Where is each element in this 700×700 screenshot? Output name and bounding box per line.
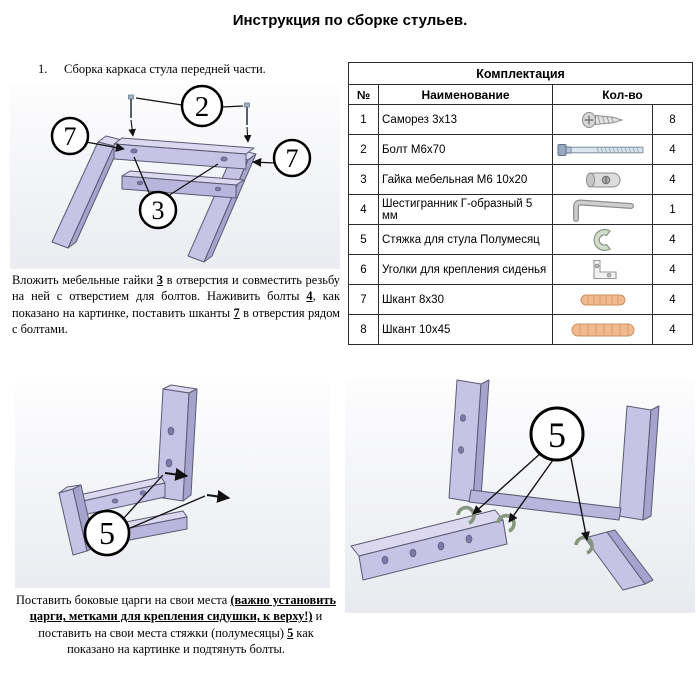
row-qty: 8 xyxy=(652,104,693,135)
row-name: Саморез 3х13 xyxy=(378,104,553,135)
row-name: Шкант 8х30 xyxy=(378,284,553,315)
row-name: Стяжка для стула Полумесяц xyxy=(378,224,553,255)
dowel-holes xyxy=(381,414,473,565)
callout-number-7-right: 7 xyxy=(286,144,299,173)
callout-number-5: 5 xyxy=(548,415,566,455)
step1-heading: 1. Сборка каркаса стула передней части. xyxy=(38,62,338,77)
text-segment: и поставить на свои места стяжки (полуме… xyxy=(38,609,323,640)
row-num: 4 xyxy=(348,194,379,225)
text-segment: Поставить боковые царги на свои места xyxy=(15,593,231,607)
row-name: Шкант 10х45 xyxy=(378,314,553,345)
table-row: 4 Шестигранник Г-образный 5 мм 1 xyxy=(348,194,693,225)
parts-table-title: Комплектация xyxy=(348,62,693,85)
dowel-large-icon xyxy=(552,314,653,345)
callout-number-7-left: 7 xyxy=(64,122,77,151)
step1-instructions: Вложить мебельные гайки 3 в отверстия и … xyxy=(12,272,340,338)
page-title: Инструкция по сборке стульев. xyxy=(232,12,468,29)
callout-circle-3 xyxy=(138,190,178,230)
allen-key-icon xyxy=(552,194,653,225)
dowel-small-icon xyxy=(552,284,653,315)
chair-front-frame xyxy=(51,135,257,263)
row-qty: 4 xyxy=(652,164,693,195)
table-row: 1 Саморез 3х13 8 xyxy=(348,104,693,135)
parts-table: Комплектация № Наименование Кол-во 1 Сам… xyxy=(348,62,693,345)
important-note: (важно установить царги, метками для кре… xyxy=(29,593,337,624)
side-frame-diagram: 5 xyxy=(15,383,330,588)
row-qty: 4 xyxy=(652,224,693,255)
chair-frame-assembly xyxy=(350,379,660,591)
col-header-num: № xyxy=(348,84,379,105)
front-frame-diagram: 2 7 3 7 xyxy=(10,84,340,269)
leader-lines xyxy=(122,474,206,530)
table-row: 2 Болт М6х70 4 xyxy=(348,134,693,165)
ref-number-5: 5 xyxy=(287,625,294,640)
text-segment: как показано на картинке и подтянуть бол… xyxy=(67,625,314,657)
leader-lines xyxy=(472,451,590,541)
figure-bracket-placement: 5 xyxy=(345,378,695,613)
text-segment: в отверстия и совместить резьбу на ней с… xyxy=(12,273,340,304)
insert-arrows xyxy=(164,467,231,503)
parts-table-header: № Наименование Кол-во xyxy=(348,84,693,105)
row-num: 2 xyxy=(348,134,379,165)
row-name: Уголки для крепления сиденья xyxy=(378,254,553,285)
row-num: 1 xyxy=(348,104,379,135)
row-num: 8 xyxy=(348,314,379,345)
row-num: 6 xyxy=(348,254,379,285)
screw-icon xyxy=(552,104,653,135)
bolt-insert-arrows xyxy=(128,94,252,143)
row-qty: 4 xyxy=(652,314,693,345)
corner-bracket-icon xyxy=(552,254,653,285)
bolt-icon xyxy=(552,134,653,165)
ref-number-3: 3 xyxy=(156,273,163,287)
callout-number-3: 3 xyxy=(152,196,165,225)
step1-number: 1. xyxy=(38,62,48,76)
leader-lines xyxy=(85,97,276,197)
row-num: 3 xyxy=(348,164,379,195)
row-qty: 1 xyxy=(652,194,693,225)
callout-number-2: 2 xyxy=(195,91,210,123)
step1-heading-text: Сборка каркаса стула передней части. xyxy=(64,62,266,76)
step2-instructions: Поставить боковые царги на свои места (в… xyxy=(14,592,338,658)
table-row: 8 Шкант 10х45 4 xyxy=(348,314,693,345)
col-header-name: Наименование xyxy=(378,84,553,105)
row-qty: 4 xyxy=(652,254,693,285)
callouts: 2 7 3 7 xyxy=(50,84,312,230)
row-num: 5 xyxy=(348,224,379,255)
row-name: Гайка мебельная М6 10х20 xyxy=(378,164,553,195)
bracket-placement-diagram: 5 xyxy=(345,378,695,613)
callout-circle-7-left xyxy=(50,116,90,156)
dowel-holes xyxy=(130,148,228,192)
callout-number-5: 5 xyxy=(99,515,115,551)
col-header-qty: Кол-во xyxy=(552,84,693,105)
table-row: 5 Стяжка для стула Полумесяц 4 xyxy=(348,224,693,255)
figure-side-frame: 5 xyxy=(15,383,330,588)
text-segment: в отверстия рядом с болтами. xyxy=(12,305,340,337)
text-segment: Вложить мебельные гайки xyxy=(12,273,157,287)
ref-number-4: 4 xyxy=(306,289,313,304)
callout-circle-5 xyxy=(83,509,131,557)
row-qty: 4 xyxy=(652,134,693,165)
barrel-nut-icon xyxy=(552,164,653,195)
row-num: 7 xyxy=(348,284,379,315)
callout-circle-2 xyxy=(180,84,224,128)
row-name: Шестигранник Г-образный 5 мм xyxy=(378,194,553,225)
table-row: 7 Шкант 8х30 4 xyxy=(348,284,693,315)
ref-number-7: 7 xyxy=(233,305,240,320)
callout-circle-5 xyxy=(529,406,585,462)
callouts: 5 xyxy=(529,406,585,462)
text-segment: , как показано на картинке, поставить шк… xyxy=(12,289,340,320)
row-name: Болт М6х70 xyxy=(378,134,553,165)
callout-circle-7-right xyxy=(272,138,312,178)
callouts: 5 xyxy=(83,509,131,557)
figure-front-frame: 2 7 3 7 xyxy=(10,84,340,269)
table-row: 3 Гайка мебельная М6 10х20 4 xyxy=(348,164,693,195)
half-moon-bracket-icon xyxy=(552,224,653,255)
table-row: 6 Уголки для крепления сиденья 4 xyxy=(348,254,693,285)
row-qty: 4 xyxy=(652,284,693,315)
